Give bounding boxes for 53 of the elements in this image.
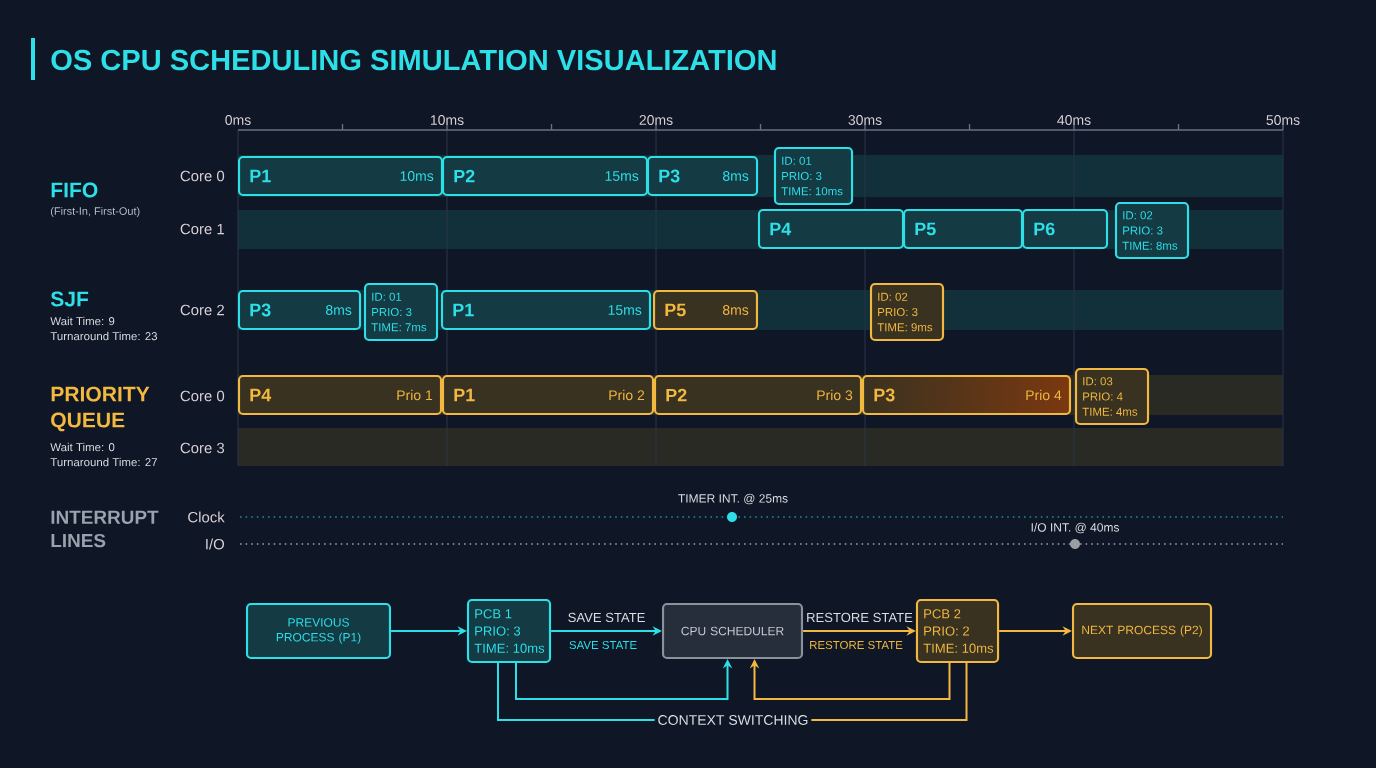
interrupt-label: I/O INT. @ 40ms: [1031, 522, 1119, 534]
row-label: I/O: [206, 538, 224, 550]
section-heading: INTERRUPT LINES: [51, 510, 159, 548]
section-heading: FIFO: [51, 182, 98, 198]
process-bar: P1 10ms: [237, 155, 444, 197]
stat-text: Turnaround Time: 23: [50, 331, 158, 341]
process-box: CPU SCHEDULER: [661, 602, 804, 660]
process-bar: P1 Prio 2: [441, 374, 655, 416]
row-label: Core 1: [180, 223, 224, 235]
row-label: Core 0: [180, 390, 225, 402]
tick-label: 30ms: [848, 115, 882, 125]
stat-text: Wait Time: 9: [50, 316, 115, 326]
tick-label: 20ms: [639, 115, 673, 125]
state-caption: SAVE STATE: [569, 640, 637, 650]
pcb-box: PCB 2 PRIO: 2 TIME: 10ms: [915, 598, 1000, 664]
info-box: ID: 02 PRIO: 3 TIME: 8ms: [1114, 201, 1190, 260]
process-bar: P3 8ms: [237, 289, 362, 331]
info-box: ID: 03 PRIO: 4 TIME: 4ms: [1074, 367, 1150, 426]
row-label: Core 2: [180, 304, 224, 316]
row-label: Clock: [188, 511, 225, 523]
process-bar: P2 15ms: [441, 155, 649, 197]
tick-label: 10ms: [430, 115, 464, 125]
subtitle-text: (First-In, First-Out): [50, 206, 140, 218]
process-bar: P5: [902, 208, 1024, 250]
info-box: ID: 01 PRIO: 3 TIME: 10ms: [773, 146, 854, 206]
process-bar: P1 15ms: [440, 289, 652, 331]
pcb-box: PCB 1 PRIO: 3 TIME: 10ms: [466, 598, 552, 664]
process-bar: P3 Prio 4: [861, 374, 1072, 416]
process-bar: P4: [757, 208, 905, 250]
process-bar: P5 8ms: [653, 289, 759, 331]
process-box: NEXT PROCESS (P2): [1071, 602, 1213, 660]
stat-text: Wait Time: 0: [50, 442, 115, 452]
stat-text: Turnaround Time: 27: [50, 457, 157, 467]
process-box: PREVIOUS PROCESS (P1): [245, 602, 392, 660]
tick-label: 40ms: [1057, 115, 1091, 125]
connector-line: [497, 662, 656, 721]
info-box: ID: 01 PRIO: 3 TIME: 7ms: [363, 282, 439, 342]
process-bar: P6: [1021, 208, 1109, 250]
process-bar: P3 8ms: [646, 155, 759, 197]
row-label: Core 3: [180, 442, 225, 454]
row-label: Core 0: [180, 170, 225, 182]
process-bar: P4 Prio 1: [237, 374, 443, 416]
state-caption: RESTORE STATE: [810, 640, 903, 650]
process-bar: P2 Prio 3: [653, 374, 863, 416]
tick-label: 0ms: [225, 115, 251, 125]
section-heading: SJF: [50, 291, 89, 307]
tick-label: 50ms: [1266, 115, 1300, 125]
info-box: ID: 02 PRIO: 3 TIME: 9ms: [869, 282, 945, 342]
title: OS CPU SCHEDULING SIMULATION VISUALIZATION: [51, 49, 776, 71]
connector-line: [810, 662, 968, 721]
interrupt-label: TIMER INT. @ 25ms: [678, 493, 788, 505]
context-switching-label: CONTEXT SWITCHING: [658, 715, 808, 725]
section-heading: PRIORITY QUEUE: [51, 386, 150, 432]
